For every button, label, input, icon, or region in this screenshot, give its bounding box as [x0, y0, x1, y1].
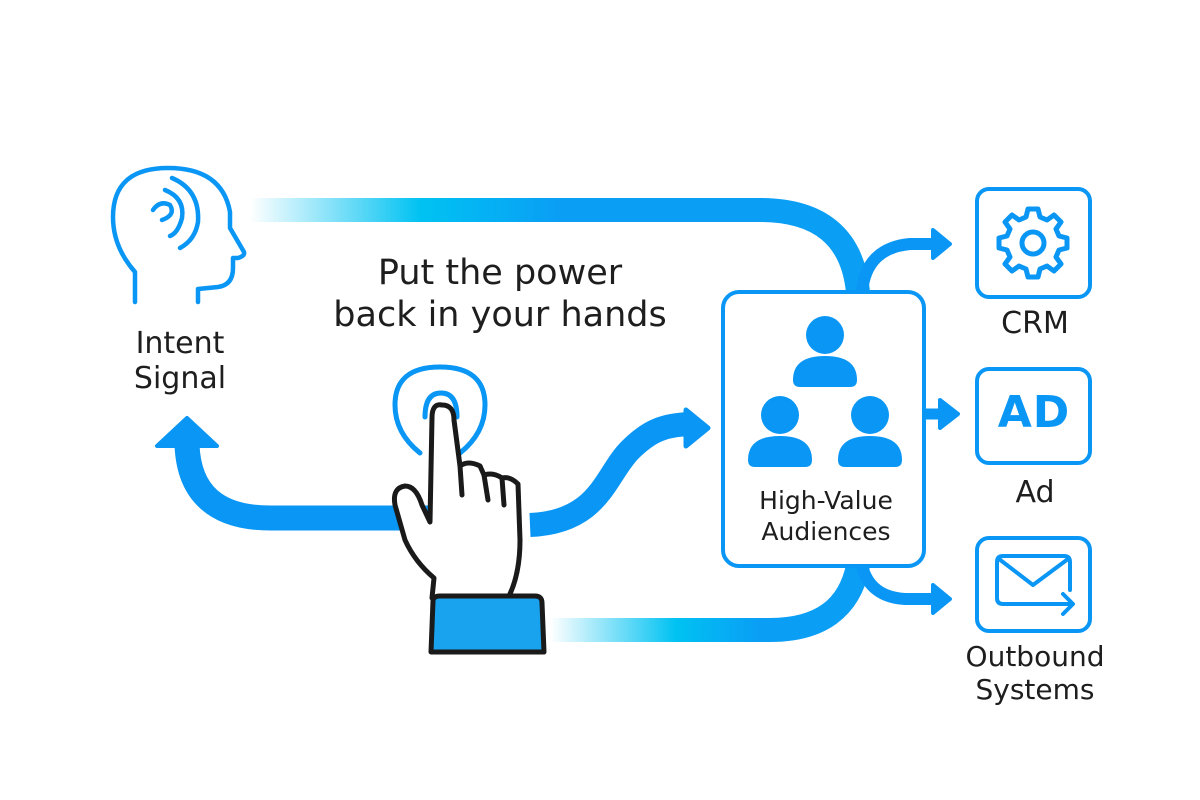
arrowhead-right [683, 407, 711, 449]
intent-signal-label-line: Signal [133, 361, 227, 397]
ad-badge-icon: AD [997, 387, 1071, 438]
head-with-signal-icon [110, 165, 247, 305]
arrowhead-outbound [931, 583, 952, 615]
outbound-label-line: Systems [975, 673, 1095, 707]
mail-send-icon [995, 554, 1075, 616]
ad-box [975, 367, 1092, 465]
audiences-label-line: High-Value [759, 486, 893, 515]
flow-hand-to-intent [174, 444, 440, 531]
flow-hand-to-audiences [529, 412, 691, 537]
arrowhead-ad [938, 398, 960, 430]
outbound-label-line: Outbound [965, 640, 1105, 673]
arrowhead-crm [931, 228, 952, 260]
audience-group-icon [748, 316, 902, 467]
gear-icon [996, 206, 1070, 280]
ad-label: Ad [1015, 475, 1055, 510]
crm-box [975, 187, 1092, 299]
headline-line: Put the power [377, 253, 623, 293]
audiences-label-line: Audiences [761, 516, 891, 546]
audiences-box [721, 290, 926, 568]
headline: Put the power back in your hands [290, 252, 710, 336]
headline-line: back in your hands [333, 295, 667, 335]
high-value-audiences-label: High-Value Audiences [726, 486, 926, 547]
intent-signal-label: Intent Signal [105, 326, 255, 397]
crm-label: CRM [1001, 306, 1069, 341]
tap-hand-icon [392, 364, 547, 655]
flow-hand-to-audiences-bottom [550, 563, 870, 642]
flow-audiences-to-crm [856, 238, 935, 293]
intent-signal-label-line: Intent [135, 326, 225, 361]
arrowhead-up [155, 416, 219, 448]
flow-intent-to-audiences [250, 198, 870, 294]
flow-audiences-to-outbound [856, 564, 935, 605]
outbound-systems-label: Outbound Systems [935, 640, 1135, 706]
